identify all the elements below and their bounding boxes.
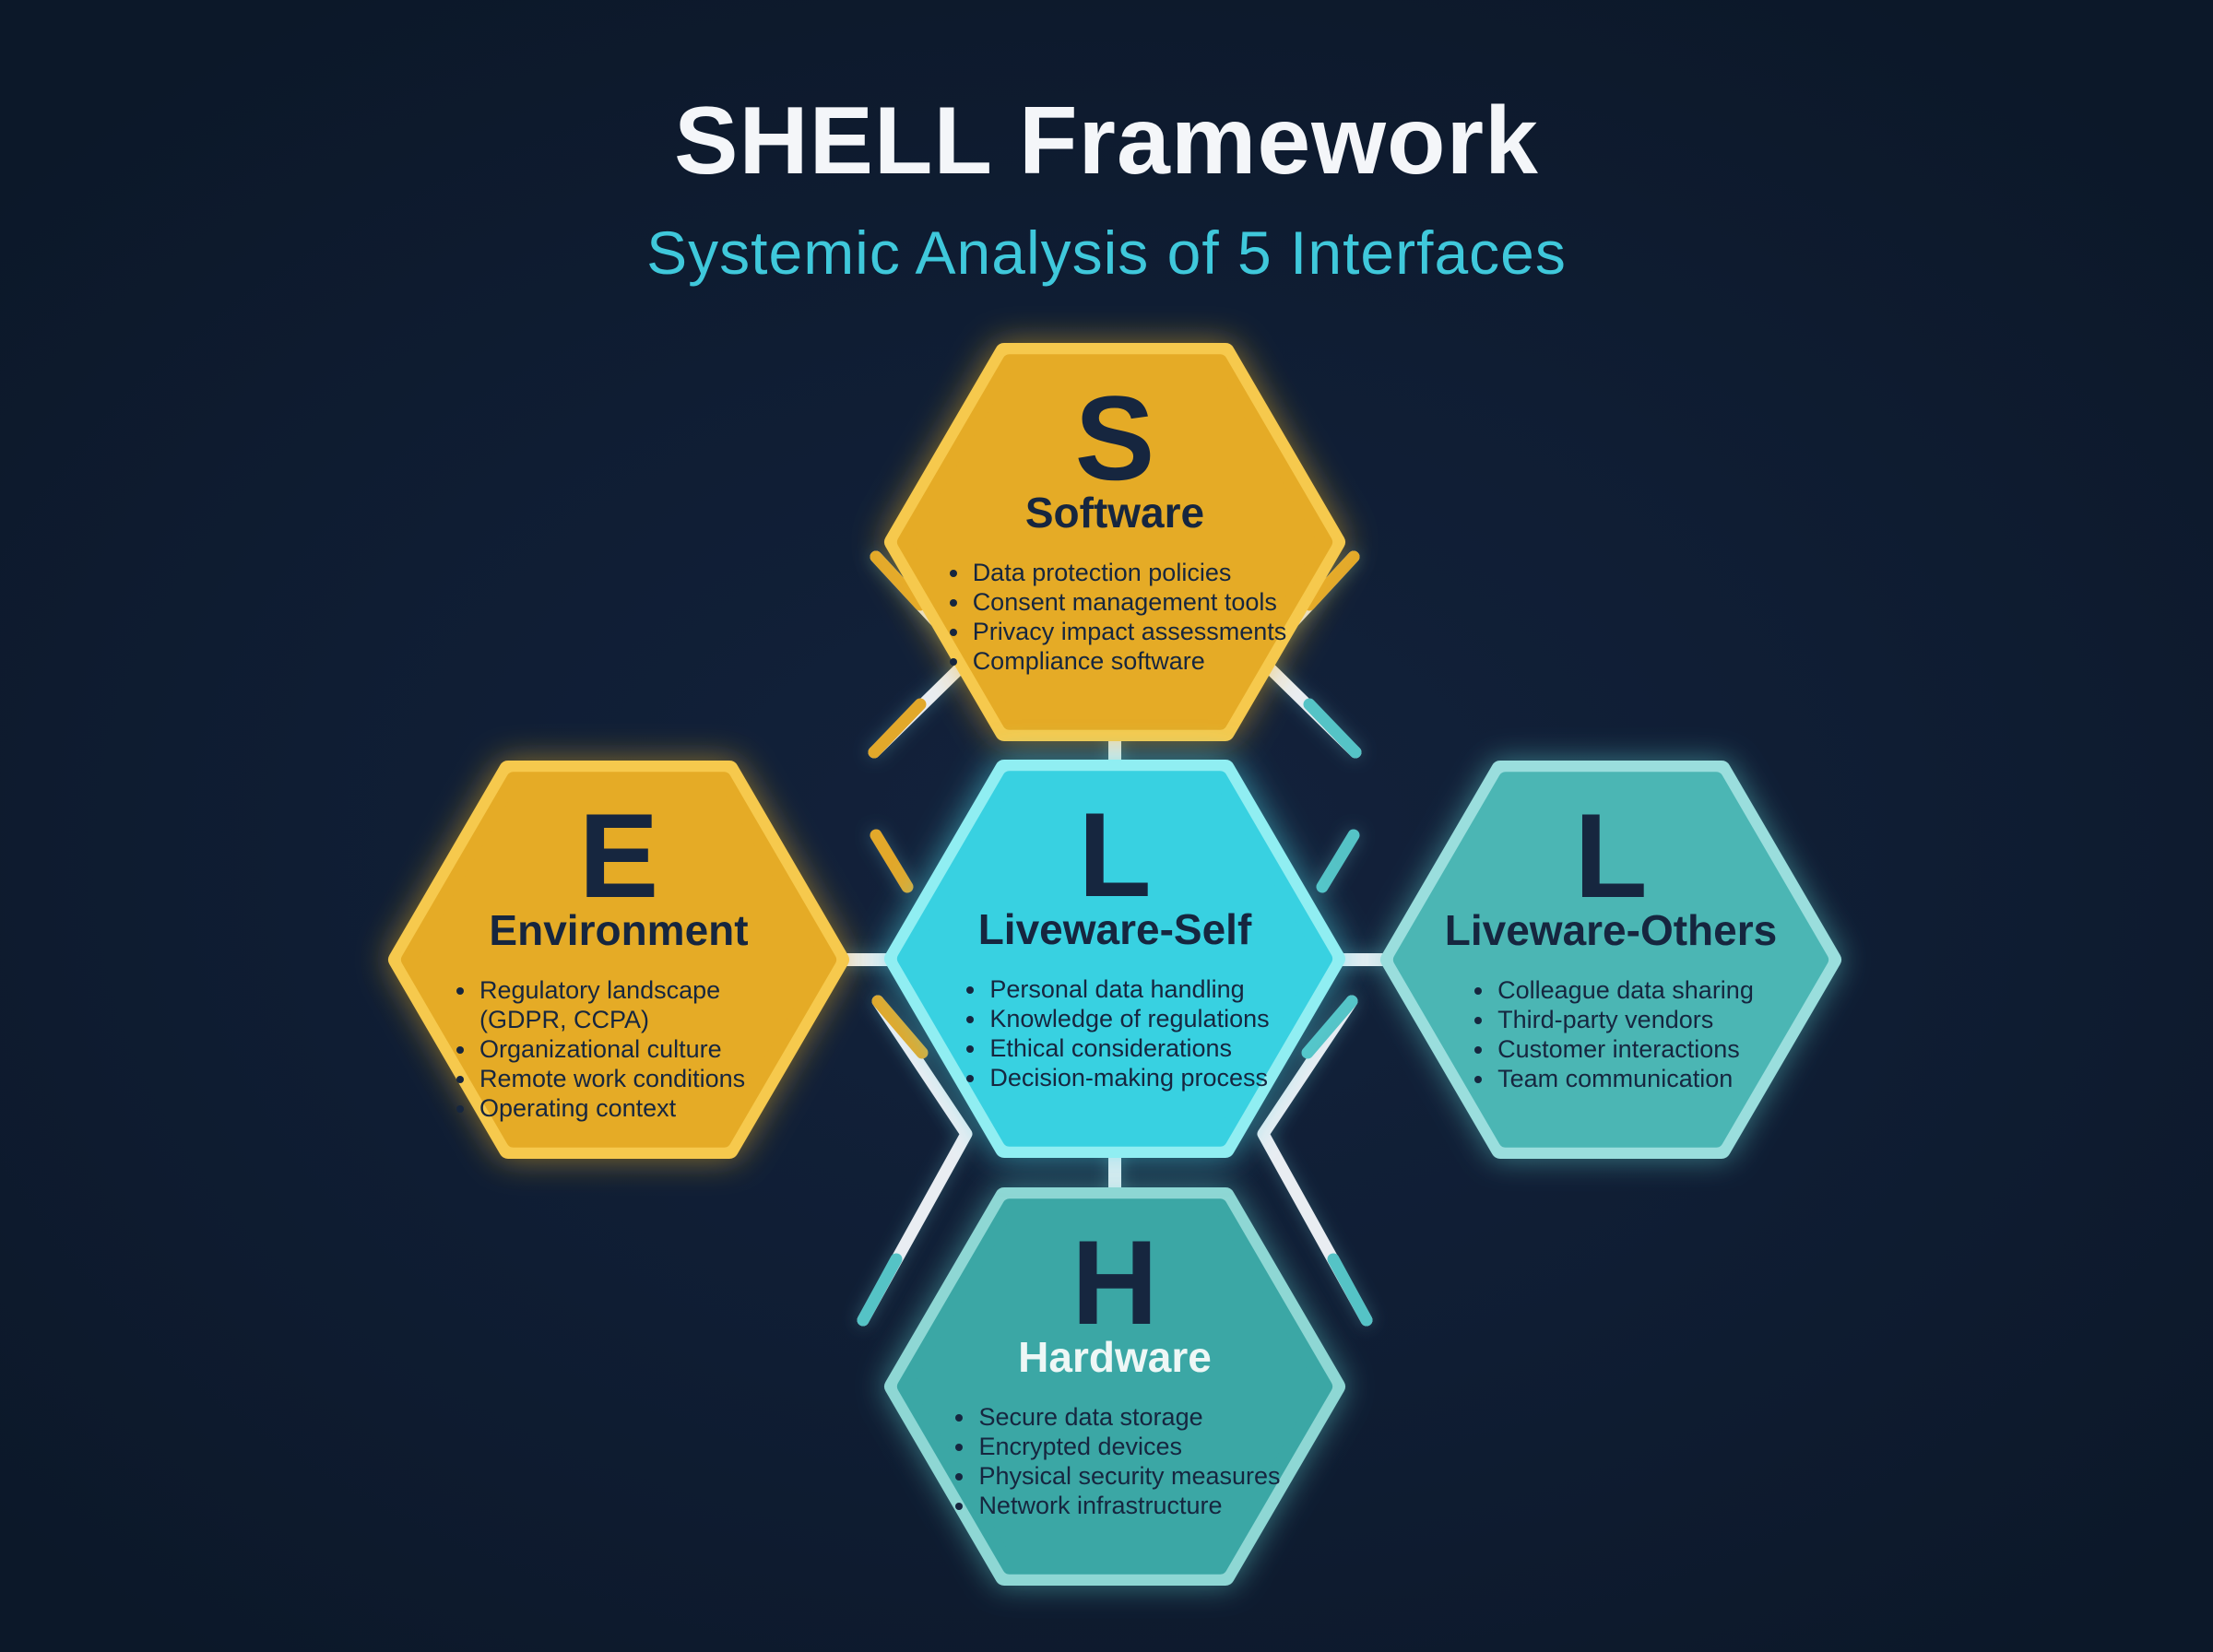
- hexagon-hardware-fill: [896, 1198, 1333, 1575]
- hexagon-environment-bullets: Regulatory landscape (GDPR, CCPA) Organi…: [450, 975, 787, 1123]
- hexagon-software: [884, 343, 1345, 741]
- bullet-item: Operating context: [478, 1093, 787, 1123]
- chevron-lower-left-gold-tip: [871, 995, 929, 1059]
- chevron-upper-left-gold-tip-bottom: [868, 698, 927, 759]
- bullet-item: Secure data storage: [976, 1402, 1280, 1432]
- hexagon-liveware-others-letter: L: [1574, 788, 1648, 923]
- hexagon-liveware-others-fill: [1392, 772, 1829, 1148]
- chevron-upper-left-gold-tip-top: [870, 550, 927, 611]
- hexagon-liveware-self-name: Liveware-Self: [977, 904, 1252, 953]
- bullet-item: Third-party vendors: [1496, 1005, 1754, 1034]
- hexagon-hardware: [884, 1187, 1345, 1586]
- hexagon-liveware-self-letter: L: [1078, 787, 1152, 922]
- hexagon-liveware-others-bullets: Colleague data sharing Third-party vendo…: [1468, 975, 1754, 1093]
- hexagon-liveware-self-content: L Liveware-Self Personal data handling K…: [893, 769, 1336, 1149]
- page-title: SHELL Framework: [674, 88, 1539, 195]
- hexagon-hardware-name: Hardware: [1018, 1332, 1212, 1381]
- hexagon-liveware-others-name: Liveware-Others: [1444, 905, 1778, 954]
- hexagon-environment-letter: E: [578, 788, 659, 923]
- page-subtitle: Systemic Analysis of 5 Interfaces: [646, 218, 1567, 287]
- hexagon-liveware-self-bullets: Personal data handling Knowledge of regu…: [960, 974, 1269, 1092]
- bullet-item: Privacy impact assessments: [971, 617, 1287, 646]
- bullet-item: Remote work conditions: [478, 1064, 787, 1093]
- hexagon-hardware-letter: H: [1071, 1215, 1158, 1350]
- bullet-item: Decision-making process: [988, 1063, 1269, 1092]
- chevron-upper-right-teal-tip: [1303, 698, 1362, 759]
- bullet-item: Organizational culture: [478, 1034, 787, 1064]
- chevron-upper-right-gold-tip: [1303, 550, 1360, 611]
- hexagon-environment-fill: [400, 772, 837, 1148]
- bullet-item: Physical security measures: [976, 1461, 1280, 1491]
- bullet-item: Ethical considerations: [988, 1033, 1269, 1063]
- bullet-item: Personal data handling: [988, 974, 1269, 1004]
- bullet-item: Data protection policies: [971, 558, 1287, 587]
- bullet-item: Colleague data sharing: [1496, 975, 1754, 1005]
- hexagon-software-bullets: Data protection policies Consent managem…: [943, 558, 1287, 676]
- hexagon-liveware-self: [884, 760, 1345, 1158]
- hexagon-environment-name: Environment: [489, 905, 749, 954]
- hexagon-hardware-bullets: Secure data storage Encrypted devices Ph…: [949, 1402, 1280, 1520]
- bullet-item: Encrypted devices: [976, 1432, 1280, 1461]
- hexagon-environment-content: E Environment Regulatory landscape (GDPR…: [397, 770, 840, 1150]
- bullet-item: Compliance software: [971, 646, 1287, 676]
- chevron-lower-left-teal-tail: [857, 1253, 903, 1327]
- chevron-lower-right-teal-tip: [1301, 995, 1358, 1059]
- bullet-item: Knowledge of regulations: [988, 1004, 1269, 1033]
- accent-dash-left: [870, 829, 914, 893]
- hexagon-environment: [388, 761, 849, 1159]
- bullet-item: Customer interactions: [1496, 1034, 1754, 1064]
- hexagon-software-name: Software: [1024, 488, 1205, 537]
- hexagon-software-content: S Software Data protection policies Cons…: [893, 352, 1336, 732]
- hexagon-liveware-self-fill: [896, 771, 1333, 1147]
- bullet-item: Team communication: [1496, 1064, 1754, 1093]
- hexagon-software-letter: S: [1074, 371, 1155, 505]
- accent-dash-right: [1316, 829, 1360, 893]
- bullet-item: Regulatory landscape (GDPR, CCPA): [478, 975, 787, 1034]
- hexagon-liveware-others: [1380, 761, 1841, 1159]
- hexagon-hardware-content: H Hardware Secure data storage Encrypted…: [893, 1197, 1336, 1576]
- chevron-lower-right-teal-tail: [1327, 1253, 1373, 1327]
- hexagon-liveware-others-content: L Liveware-Others Colleague data sharing…: [1390, 770, 1832, 1150]
- hexagon-software-fill: [896, 354, 1333, 730]
- bullet-item: Consent management tools: [971, 587, 1287, 617]
- bullet-item: Network infrastructure: [976, 1491, 1280, 1520]
